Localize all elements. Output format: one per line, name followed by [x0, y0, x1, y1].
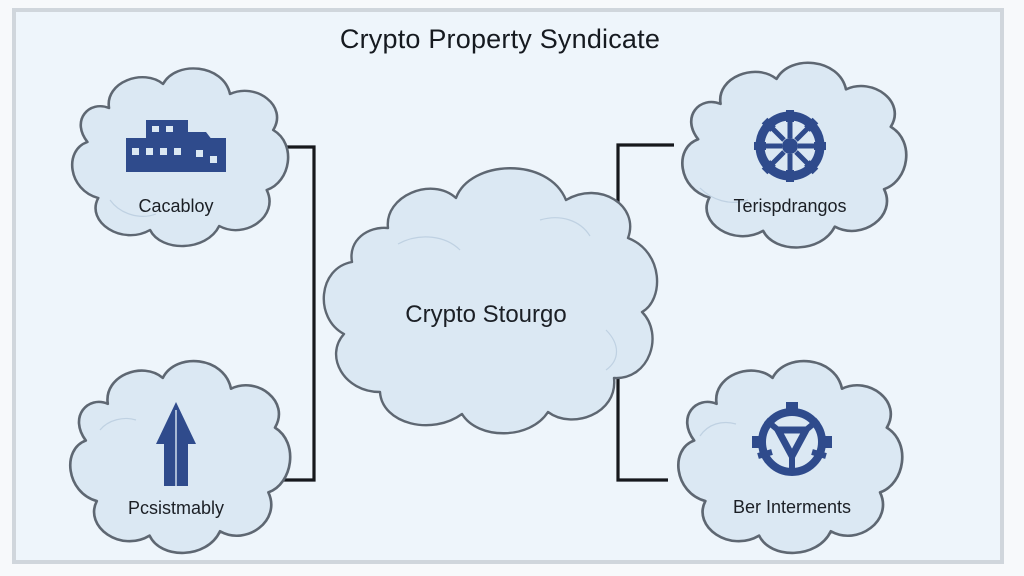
connector-left [264, 145, 316, 482]
network-hub-icon [752, 402, 832, 476]
arrow-up-icon [156, 402, 196, 486]
diagram-title: Crypto Property Syndicate [339, 24, 661, 54]
node-top-right: Terispdrangos [681, 61, 908, 249]
gear-wheel-icon [754, 110, 826, 182]
node-label-bottom-right: Ber Interments [733, 497, 851, 517]
node-label-top-right: Terispdrangos [733, 196, 846, 216]
center-label: Crypto Stourgo [405, 301, 566, 328]
node-label-bottom-left: Pcsistmably [128, 498, 224, 518]
node-bottom-right: Ber Interments [677, 359, 904, 555]
node-bottom-left: Pcsistmably [68, 359, 292, 555]
node-top-left: Cacabloy [70, 67, 290, 248]
node-label-top-left: Cacabloy [138, 196, 213, 216]
center-cloud: Crypto Stourgo [322, 167, 659, 435]
building-icon [126, 120, 226, 172]
